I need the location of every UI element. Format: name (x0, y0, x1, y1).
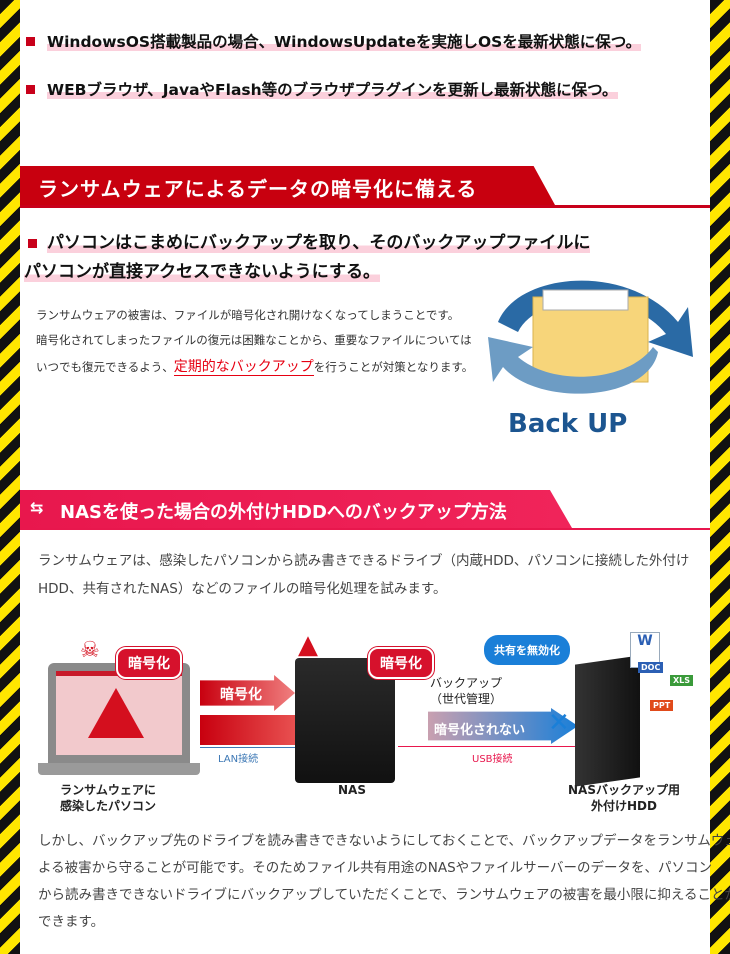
text: を行うことが対策となります。 (313, 360, 474, 374)
section-title: NASを使った場合の外付けHDDへのバックアップ方法 (60, 502, 507, 523)
bullet-text: WindowsOS搭載製品の場合、WindowsUpdateを実施しOSを最新状… (47, 33, 642, 51)
text: 外付けHDD (591, 799, 657, 813)
external-hdd-illustration (575, 655, 640, 787)
lan-label: LAN接続 (218, 754, 259, 765)
text: ランサムウェアに (60, 783, 156, 797)
section-banner-encryption: ランサムウェアによるデータの暗号化に備える (20, 166, 710, 208)
bullet-square-icon (26, 37, 35, 46)
text: （世代管理） (430, 692, 503, 706)
ppt-file-icon: PPT (650, 700, 674, 711)
bullet-item: WEBブラウザ、JavaやFlash等のブラウザプラグインを更新し最新状態に保つ… (26, 78, 618, 100)
back-up-label: Back UP (508, 409, 627, 439)
hazard-stripe-right (710, 0, 730, 954)
sync-arrows-icon: ⇆ (30, 498, 44, 517)
section-banner-nas: ⇆ NASを使った場合の外付けHDDへのバックアップ方法 (20, 490, 710, 530)
doc-label: DOC (638, 662, 664, 673)
warning-icon (88, 688, 144, 738)
nas-label: NAS (338, 783, 366, 797)
subheading-line: パソコンはこまめにバックアップを取り、そのバックアップファイルに (47, 233, 591, 253)
warning-icon: ▲ (298, 630, 318, 660)
paragraph-line: よる被害から守ることが可能です。そのためファイル共有用途のNASやファイルサーバ… (38, 860, 713, 876)
encrypt-bubble: 暗号化 (368, 647, 434, 679)
bullet-item: WindowsOS搭載製品の場合、WindowsUpdateを実施しOSを最新状… (26, 30, 642, 52)
paragraph-line: ランサムウェアの被害は、ファイルが暗号化され開けなくなってしまうことです。 (36, 308, 460, 322)
not-encrypted-arrow: 暗号化されない (428, 708, 578, 744)
paragraph-line: いつでも復元できるよう、定期的なバックアップを行うことが対策となります。 (36, 356, 473, 376)
paragraph-line: ランサムウェアは、感染したパソコンから読み書きできるドライブ（内蔵HDD、パソコ… (38, 553, 690, 569)
closing-paragraph: しかし、バックアップ先のドライブを読み書きできないようにしておくことで、バックア… (38, 828, 730, 936)
paragraph-line: しかし、バックアップ先のドライブを読み書きできないようにしておくことで、バックア… (38, 833, 730, 849)
bullet-text: WEBブラウザ、JavaやFlash等のブラウザプラグインを更新し最新状態に保つ… (47, 81, 618, 99)
section-title: ランサムウェアによるデータの暗号化に備える (38, 177, 478, 201)
backup-label: バックアップ （世代管理） (430, 675, 502, 707)
paragraph-line: から読み書きできないドライブにバックアップしていただくことで、ランサムウェアの被… (38, 887, 730, 903)
subheading-2: パソコンが直接アクセスできないようにする。 (24, 257, 380, 282)
blocked-x-icon: ✕ (548, 708, 570, 738)
paragraph-line: 暗号化されてしまったファイルの復元は困難なことから、重要なファイルについては (36, 333, 472, 347)
paragraph-line: できます。 (38, 914, 105, 930)
text: バックアップ (430, 676, 503, 690)
bullet-square-icon (26, 85, 35, 94)
skull-icon: ☠ (80, 638, 100, 663)
hazard-stripe-left (0, 0, 20, 954)
text: NASバックアップ用 (568, 783, 680, 797)
text: いつでも復元できるよう、 (36, 360, 174, 374)
backup-diagram: ☠ 暗号化 暗号化 LAN接続 ▲ 暗号化 バックアップ （世代管理） 暗号化され… (20, 620, 710, 820)
periodic-backup-link[interactable]: 定期的なバックアップ (173, 359, 314, 376)
hdd-label: NASバックアップ用外付けHDD (568, 782, 680, 814)
subheading-line: パソコンが直接アクセスできないようにする。 (24, 262, 380, 282)
pc-label: ランサムウェアに感染したパソコン (60, 782, 156, 814)
xls-file-icon: XLS (670, 675, 694, 686)
share-disable-bubble: 共有を無効化 (484, 635, 570, 665)
subheading: パソコンはこまめにバックアップを取り、そのバックアップファイルに (28, 228, 591, 253)
text: 感染したパソコン (60, 799, 157, 813)
backup-illustration: Back UP (488, 280, 693, 439)
usb-label: USB接続 (472, 754, 513, 765)
paragraph-line: HDD、共有されたNAS）などのファイルの暗号化処理を試みます。 (38, 581, 447, 597)
encrypt-arrow: 暗号化 (200, 675, 295, 711)
encrypt-bubble: 暗号化 (116, 647, 182, 679)
